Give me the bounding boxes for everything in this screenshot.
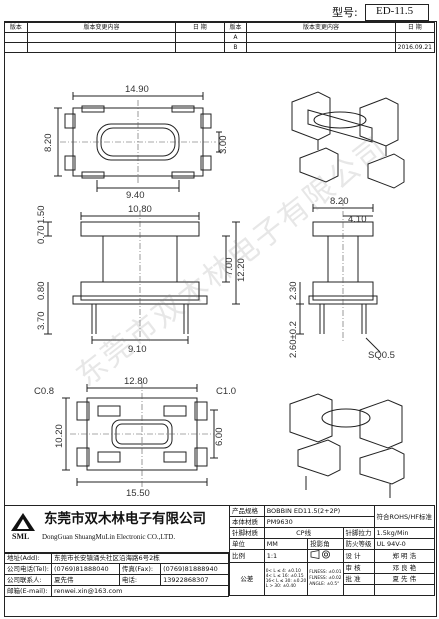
check-label: 审 核	[342, 562, 375, 574]
dim-2-60: 2.60±0.2	[288, 321, 299, 358]
tel-value: (0769)81888040	[50, 563, 120, 575]
tolerance-values: 0< L ≤ 4: ±0.10 4< L ≤ 16: ±0.15 16< L ≤…	[263, 562, 309, 596]
contact-label: 公司联系人:	[4, 574, 52, 586]
tolerance-line: 16< L ≤ 30: ±0.20	[265, 579, 307, 584]
tel-label: 公司电话(Tel):	[4, 563, 52, 575]
approver-value: 夏 先 伟	[373, 573, 436, 585]
pin-force-label: 针脚拉力	[342, 527, 375, 539]
rev-cell	[26, 42, 177, 53]
email-value: renwei.xin@163.com	[50, 585, 230, 597]
scale-value: 1:1	[263, 549, 309, 563]
unit-label: 单位	[229, 538, 265, 550]
logo-text: SML	[12, 532, 30, 541]
dim-14-90: 14.90	[125, 84, 149, 95]
iso-view-top	[291, 91, 405, 189]
tolerance-label: 公差	[229, 562, 265, 596]
pin-force-value: 1.5kg/Min	[373, 527, 436, 539]
pin-material-label: 针脚材质	[229, 527, 265, 539]
flame-label: 防火等级	[342, 538, 375, 550]
phone-label: 电话:	[118, 574, 162, 586]
dim-c1-0: C1.0	[216, 386, 236, 397]
dim-6-00: 6.00	[214, 428, 225, 447]
dim-sq0-5: SQ0.5	[368, 350, 395, 361]
dim-3-70: 3.70	[36, 312, 47, 331]
dim-10-20: 10.20	[54, 424, 65, 448]
side-view	[296, 204, 381, 353]
material-label: 本体材质	[229, 516, 265, 528]
company-logo: SML	[10, 512, 36, 542]
dim-2-30: 2.30	[288, 282, 299, 301]
revision-header-row: 版本 版本变更内容 日 期 版本 版本变更内容 日 期	[4, 22, 436, 33]
model-value: ED-11.5	[376, 5, 414, 17]
company-name-cn: 东莞市双木林电子有限公司	[44, 511, 206, 527]
dim-0-80: 0.80	[36, 282, 47, 301]
contact-table: 地址(Add): 东莞市长安镇涌头社区沿海路6号2栋 公司电话(Tel): (0…	[4, 552, 230, 597]
angle-tol-line: ANGLE: ±0.5°	[309, 582, 340, 587]
rev-cell: 2016.09.21	[394, 42, 436, 53]
product-label: 产品规格	[229, 505, 265, 517]
dim-1-50: 1.50	[36, 206, 47, 225]
checker-value: 邓 良 艳	[373, 562, 436, 574]
technical-drawing: 14.90 8.20 3.00 9.40 10.80 1.50 0.70 7.0…	[34, 84, 405, 499]
dim-8-20-side: 8.20	[330, 196, 349, 207]
logo-mark-icon	[11, 513, 35, 531]
email-label: 邮箱(E-mail):	[4, 585, 52, 597]
designer-value: 郑 明 浩	[373, 549, 436, 563]
fax-label: 传真(Fax):	[118, 563, 162, 575]
projection-label: 投影角	[307, 538, 344, 550]
approve-label: 批 准	[342, 573, 375, 585]
spec-table: 产品规格 BOBBIN ED11.5(2+2P) 符合ROHS/HF标准 本体材…	[229, 505, 436, 596]
dim-9-40: 9.40	[126, 190, 145, 201]
drawing-frame	[4, 21, 437, 617]
iso-view-bottom	[289, 393, 405, 498]
dim-15-50: 15.50	[126, 488, 150, 499]
product-value: BOBBIN ED11.5(2+2P)	[263, 505, 375, 517]
dim-9-10: 9.10	[128, 344, 147, 355]
empty-cell	[342, 584, 375, 596]
angle-tolerance-values: FLNESS: ±0.01 FLNESS: ±0.02 ANGLE: ±0.5°	[307, 562, 344, 596]
dim-0-70: 0.70	[36, 226, 47, 245]
contact-value: 夏先伟	[50, 574, 120, 586]
material-value: PM9630	[263, 516, 375, 528]
dim-7-00: 7.00	[224, 258, 235, 277]
dim-12-20: 12.20	[236, 258, 247, 282]
unit-value: MM	[263, 538, 309, 550]
rohs-note: 符合ROHS/HF标准	[373, 505, 436, 528]
bottom-view	[62, 384, 218, 486]
fax-value: (0769)81888940	[160, 563, 229, 575]
revision-row: B 2016.09.21	[4, 42, 436, 53]
address-value: 东莞市长安镇涌头社区沿海路6号2栋	[50, 552, 230, 564]
model-value-box	[365, 4, 429, 21]
company-name-en: DongGuan ShuangMuLin Electronic CO.,LTD.	[42, 533, 176, 541]
dim-12-80: 12.80	[124, 376, 148, 387]
scale-label: 比例	[229, 549, 265, 563]
address-label: 地址(Add):	[4, 552, 52, 564]
angle-tol-line: FLNESS: ±0.02	[309, 576, 342, 581]
dim-4-10: 4.10	[348, 214, 367, 225]
flame-value: UL 94V-0	[373, 538, 436, 550]
phone-value: 13922868307	[160, 574, 229, 586]
projection-symbol-cell	[307, 549, 344, 563]
third-angle-projection-icon	[310, 550, 331, 559]
design-label: 设 计	[342, 549, 375, 563]
dim-3-00: 3.00	[218, 136, 229, 155]
tolerance-line: 0< L ≤ 4: ±0.10	[265, 569, 301, 574]
tolerance-line: 4< L ≤ 16: ±0.15	[265, 574, 304, 579]
dim-8-20: 8.20	[43, 134, 54, 153]
revision-table: 版本 版本变更内容 日 期 版本 版本变更内容 日 期 A B 2016.09.…	[4, 22, 436, 53]
dim-c0-8: C0.8	[34, 386, 54, 397]
dim-10-80: 10.80	[128, 204, 152, 215]
tolerance-line: L > 30: ±0.40	[265, 584, 296, 589]
empty-cell	[373, 584, 436, 596]
pin-material-value: CP线	[263, 527, 344, 539]
model-label: 型号:	[332, 6, 358, 19]
angle-tol-line: FLNESS: ±0.01	[309, 570, 342, 575]
